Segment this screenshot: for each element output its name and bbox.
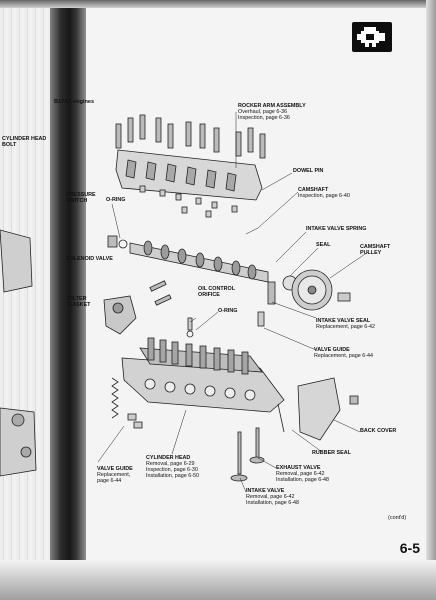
- label-cylinder-head: CYLINDER HEAD Removal, page 6-29 Inspect…: [146, 455, 200, 479]
- label-valve-guide-left: VALVE GUIDE Replacement, page 6-44: [97, 466, 133, 484]
- label-cylinder-head-bolt: CYLINDER HEAD BOLT: [2, 136, 47, 148]
- label-o-ring-right: O-RING: [218, 308, 238, 314]
- rocker-bolts: [115, 114, 266, 159]
- engine-variant-header: B17A1 engines: [54, 99, 95, 105]
- scan-left-edge: [0, 0, 50, 600]
- label-valve-guide: VALVE GUIDE Replacement, page 6-44: [314, 347, 374, 359]
- label-intake-valve-seal: INTAKE VALVE SEAL Replacement, page 6-42: [316, 318, 376, 330]
- label-solenoid-valve: SOLENOID VALVE: [66, 256, 113, 262]
- label-rubber-seal: RUBBER SEAL: [312, 450, 351, 456]
- label-intake-valve: INTAKE VALVE Removal, page 6-42 Installa…: [246, 488, 300, 506]
- label-oil-control-orifice: OIL CONTROL ORIFICE: [198, 286, 236, 298]
- label-filter-gasket: FILTER GASKET: [68, 296, 91, 308]
- scan-bottom-edge: [0, 560, 436, 600]
- label-intake-valve-spring: INTAKE VALVE SPRING: [306, 226, 367, 232]
- label-seal: SEAL: [316, 242, 331, 248]
- label-o-ring-left: O-RING: [106, 197, 126, 203]
- label-rocker-arm-assembly: ROCKER ARM ASSEMBLY Overhaul, page 6-36 …: [238, 103, 306, 121]
- label-exhaust-valve: EXHAUST VALVE Removal, page 6-42 Install…: [276, 465, 330, 483]
- label-back-cover: BACK COVER: [360, 428, 397, 434]
- label-camshaft-pulley: CAMSHAFT PULLEY: [360, 244, 391, 256]
- page-number: 6-5: [399, 540, 420, 556]
- continued-note: (cont'd): [388, 515, 407, 521]
- scan-right-edge: [426, 0, 436, 600]
- label-camshaft: CAMSHAFT Inspection, page 6-40: [298, 187, 350, 199]
- scan-top-edge: [0, 0, 436, 8]
- label-dowel-pin: DOWEL PIN: [293, 168, 324, 174]
- label-pressure-switch: PRESSURE SWITCH: [66, 192, 96, 204]
- engine-icon: [352, 22, 392, 52]
- scan-dark-band: [50, 0, 86, 560]
